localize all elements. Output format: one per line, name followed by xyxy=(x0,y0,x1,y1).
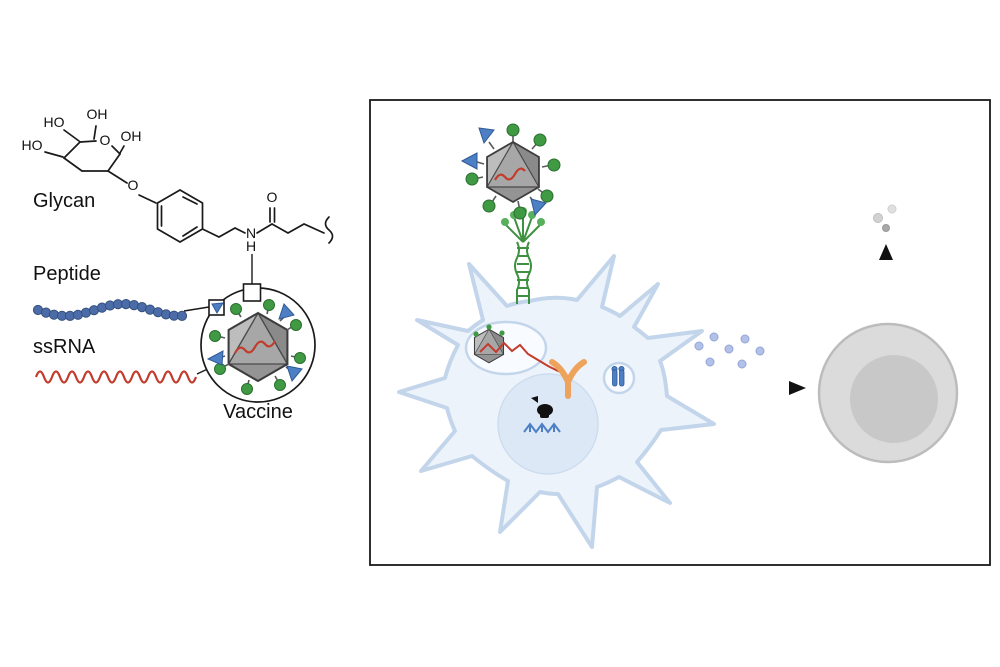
atom-label-oh-top: OH xyxy=(87,106,108,122)
bond xyxy=(107,153,121,172)
virus-rna-icon xyxy=(494,167,526,181)
virus-particle-icon xyxy=(460,123,561,220)
secreted-particle-dots xyxy=(873,204,897,232)
glycan-label: Glycan xyxy=(33,190,95,212)
figure-box xyxy=(369,99,991,566)
vaccine-rna-icon xyxy=(234,340,276,354)
ssrna-label: ssRNA xyxy=(33,336,96,358)
bond xyxy=(107,170,128,184)
lectin-receptor-icon xyxy=(501,207,545,304)
arrow-right-icon xyxy=(678,381,806,395)
polymerase-icon xyxy=(531,396,553,418)
endosome-glycan-dots xyxy=(473,324,505,337)
atom-label-ho-top: HO xyxy=(44,114,65,130)
bond xyxy=(119,145,125,154)
target-cell-nucleus xyxy=(850,355,938,443)
bond xyxy=(93,125,97,140)
atom-label-amide-nitrogen: N xyxy=(246,225,256,241)
atom-label-carbonyl-oxygen: O xyxy=(267,189,278,205)
cell-nucleus-icon xyxy=(497,373,599,475)
bond xyxy=(138,194,157,204)
atom-label-amide-hydrogen: H xyxy=(246,238,256,254)
bond xyxy=(201,227,246,238)
atom-label-ho-left: HO xyxy=(22,137,43,153)
arrow-up-icon xyxy=(879,244,893,296)
polymer-break-squiggle xyxy=(324,216,334,244)
atom-label-ring-oxygen: O xyxy=(100,132,111,148)
ssrna-strand-icon xyxy=(34,370,198,384)
glycan-attachment-square xyxy=(242,283,262,302)
bond xyxy=(111,145,121,155)
dna-icon xyxy=(523,422,561,434)
bond xyxy=(63,157,83,172)
peptide-attachment-square xyxy=(208,299,225,316)
bond xyxy=(256,223,273,234)
double-bond xyxy=(182,226,198,237)
double-bond xyxy=(182,196,198,205)
peptide-chain-icon xyxy=(32,299,188,321)
bond xyxy=(63,129,80,142)
virus-peptide-triangles xyxy=(460,127,547,217)
benzene-ring xyxy=(156,189,204,243)
atom-label-oh-right: OH xyxy=(121,128,142,144)
vesicle-receptor-icon xyxy=(611,365,625,387)
virus-capsid-icon xyxy=(486,141,540,203)
endosome-rna-icon xyxy=(479,341,567,375)
glycan-structure xyxy=(44,125,334,244)
bond xyxy=(79,140,97,143)
glycan-atom-labels: HO OH HO OH O O O N H xyxy=(22,106,278,254)
peptide-triangle-icon xyxy=(211,302,224,314)
virus-glycan-dots xyxy=(465,123,561,220)
tlr-receptor-icon xyxy=(549,359,587,399)
bond xyxy=(271,223,325,234)
atom-label-linker-oxygen: O xyxy=(128,177,139,193)
peptide-callout-line xyxy=(183,306,210,312)
vaccine-peptide-triangles xyxy=(206,303,303,383)
vaccine-label: Vaccine xyxy=(223,401,293,423)
cytokine-dots-icon xyxy=(694,332,765,369)
peptide-label: Peptide xyxy=(33,263,101,285)
target-cell-icon xyxy=(817,322,959,464)
signaling-vesicle-icon xyxy=(602,361,636,395)
bond xyxy=(63,141,81,159)
bond xyxy=(44,151,64,158)
